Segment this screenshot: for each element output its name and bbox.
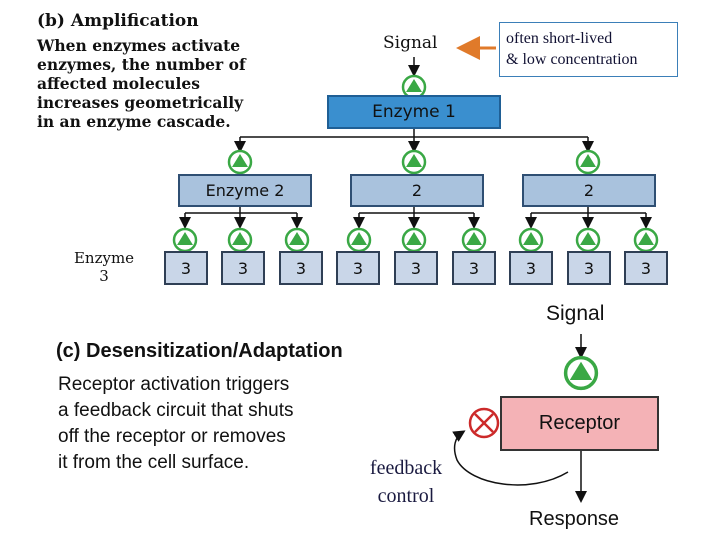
enzyme3-box: 3 [624,251,668,285]
amplification-line: increases geometrically [37,93,244,112]
amplification-heading: (b) Amplification [37,11,199,31]
branch-connectors-level3 [179,207,652,229]
branch-connectors-level2 [234,129,594,153]
desensitization-line: off the receptor or removes [58,426,286,447]
enzyme3-box: 3 [336,251,380,285]
note-line: often short-lived [506,30,613,47]
enzyme3-box: 3 [394,251,438,285]
amplification-line: affected molecules [37,74,200,93]
amplification-description: When enzymes activate enzymes, the numbe… [37,36,246,131]
enzyme3-row-label-line: Enzyme [73,249,135,267]
desensitization-description: Receptor activation triggers a feedback … [58,372,294,476]
enzyme3-box: 3 [164,251,208,285]
activator-icon-receptor [563,355,599,391]
enzyme2-box: 2 [350,174,484,207]
enzyme3-row-label-line: 3 [99,267,109,285]
activator-icon-enzyme3-7 [518,227,544,253]
inhibitor-icon [468,407,500,439]
feedback-control-label: feedback control [356,454,456,510]
enzyme3-box: 3 [221,251,265,285]
enzyme2-box: Enzyme 2 [178,174,312,207]
activator-icon-enzyme3-5 [401,227,427,253]
feedback-line: control [377,485,435,507]
amplification-line: enzymes, the number of [37,55,246,74]
signal-label-c: Signal [546,302,605,325]
desensitization-line: Receptor activation triggers [58,374,290,395]
note-line: & low concentration [506,51,638,68]
amplification-line: When enzymes activate [37,36,241,55]
activator-icon-enzyme3-8 [575,227,601,253]
enzyme3-box: 3 [279,251,323,285]
note-box: often short-lived & low concentration [499,22,678,77]
activator-icon-enzyme2-3 [575,149,601,175]
receptor-box: Receptor [500,396,659,451]
activator-icon-enzyme2-1 [227,149,253,175]
activator-icon-enzyme3-2 [227,227,253,253]
activator-icon-enzyme2-2 [401,149,427,175]
enzyme3-box: 3 [567,251,611,285]
activator-icon-enzyme3-9 [633,227,659,253]
enzyme1-box: Enzyme 1 [327,95,501,129]
amplification-line: in an enzyme cascade. [37,112,231,131]
desensitization-line: it from the cell surface. [58,452,250,473]
signal-label-b: Signal [383,33,438,53]
feedback-line: feedback [369,457,443,479]
enzyme2-box: 2 [522,174,656,207]
enzyme3-box: 3 [452,251,496,285]
activator-icon-enzyme3-1 [172,227,198,253]
feedback-loop-arrow [452,430,569,486]
response-label: Response [529,508,620,530]
desensitization-line: a feedback circuit that shuts [58,400,294,421]
activator-icon-enzyme3-3 [284,227,310,253]
enzyme3-box: 3 [509,251,553,285]
enzyme3-row-label: Enzyme 3 [58,249,150,285]
desensitization-heading: (c) Desensitization/Adaptation [56,340,343,362]
activator-icon-enzyme3-4 [346,227,372,253]
activator-icon-enzyme3-6 [461,227,487,253]
